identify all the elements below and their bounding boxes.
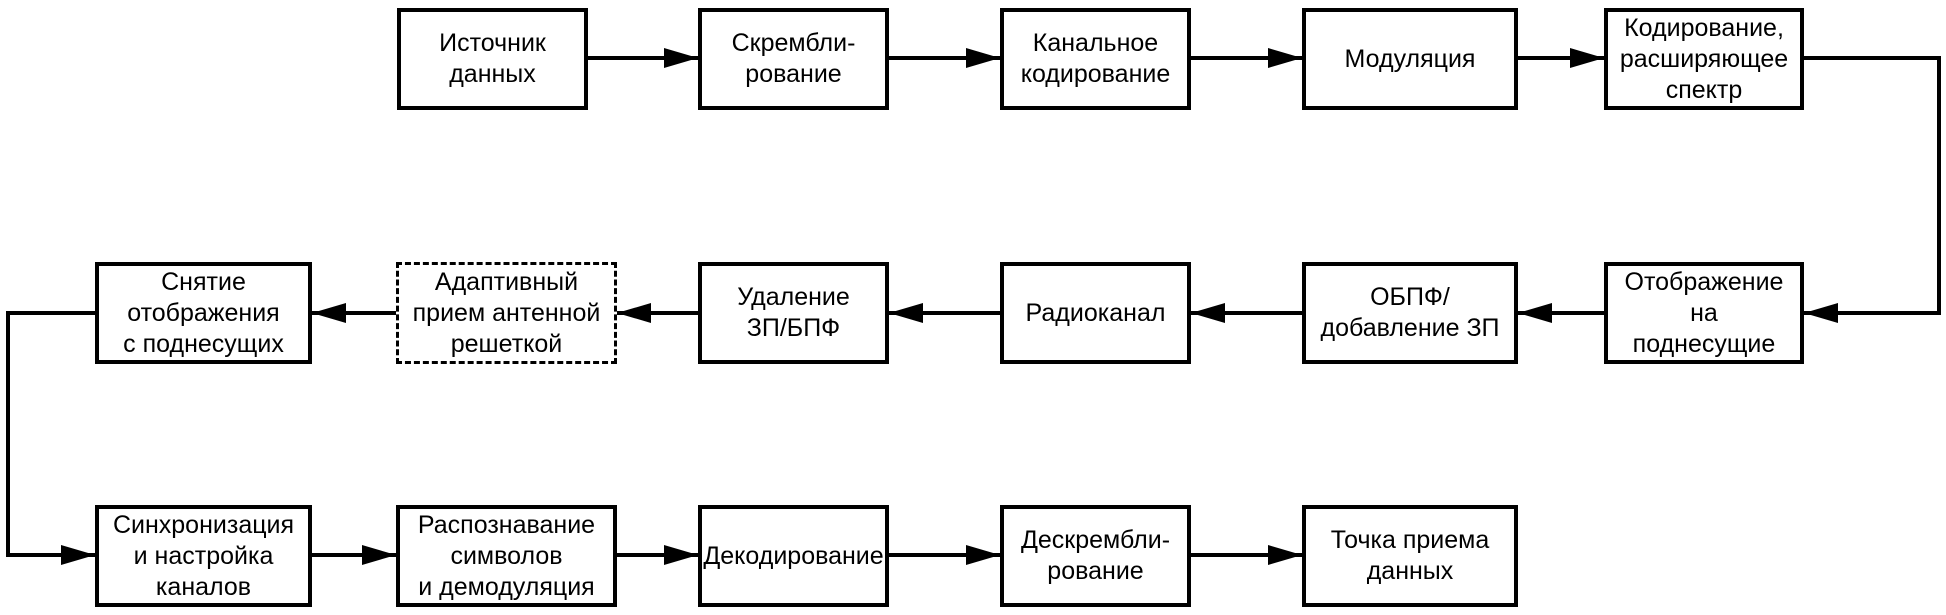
arrowhead-14 <box>966 545 1000 565</box>
block-ifft-cp-addition: ОБПФ/ добавление ЗП <box>1302 262 1518 364</box>
arrowhead-3 <box>1268 48 1302 68</box>
arrowhead-1 <box>664 48 698 68</box>
arrowhead-12 <box>362 545 396 565</box>
block-scrambling: Скрембли- рование <box>698 8 889 110</box>
arrowhead-6 <box>1518 303 1552 323</box>
arrow-spread-coding-to-subcarrier-mapping <box>1804 56 1941 315</box>
arrowhead-2 <box>966 48 1000 68</box>
block-descrambling: Дескрембли- рование <box>1000 505 1191 607</box>
block-channel-coding: Канальное кодирование <box>1000 8 1191 110</box>
block-decoding: Декодирование <box>698 505 889 607</box>
arrowhead-10 <box>312 303 346 323</box>
block-subcarrier-demapping: Снятие отображения с поднесущих <box>95 262 312 364</box>
block-subcarrier-mapping: Отображение на поднесущие <box>1604 262 1804 364</box>
block-cp-removal-fft: Удаление ЗП/БПФ <box>698 262 889 364</box>
arrowhead-5 <box>1804 303 1838 323</box>
arrowhead-7 <box>1191 303 1225 323</box>
arrowhead-4 <box>1570 48 1604 68</box>
arrowhead-9 <box>617 303 651 323</box>
arrowhead-15 <box>1268 545 1302 565</box>
block-data-sink: Точка приема данных <box>1302 505 1518 607</box>
block-spread-spectrum-coding: Кодирование, расширяющее спектр <box>1604 8 1804 110</box>
arrowhead-13 <box>664 545 698 565</box>
block-synchronization: Синхронизация и настройка каналов <box>95 505 312 607</box>
block-modulation: Модуляция <box>1302 8 1518 110</box>
arrowhead-8 <box>889 303 923 323</box>
block-adaptive-antenna-array: Адаптивный прием антенной решеткой <box>396 262 617 364</box>
block-symbol-recognition-demodulation: Распознавание символов и демодуляция <box>396 505 617 607</box>
arrow-demapping-to-synchronization <box>6 311 95 557</box>
block-data-source: Источник данных <box>397 8 588 110</box>
block-radio-channel: Радиоканал <box>1000 262 1191 364</box>
arrowhead-11 <box>61 545 95 565</box>
